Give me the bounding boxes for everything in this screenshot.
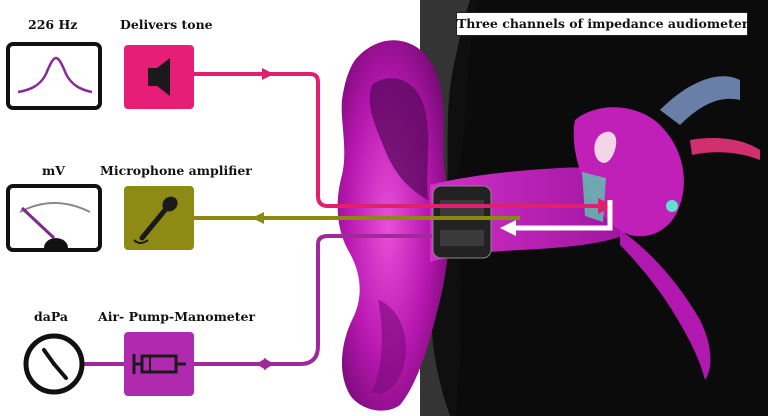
eustachian-tube [620, 230, 711, 380]
diagram-title: Three channels of impedance audiometer [456, 12, 748, 36]
cochlea-nerve [660, 76, 740, 125]
microphone-icon [124, 186, 194, 250]
tone-canal-arrow [598, 198, 614, 214]
ossicles [594, 131, 617, 163]
channel-1-meter-label: 226 Hz [28, 17, 78, 32]
ear-lobe-shadow [372, 300, 406, 394]
pump-arrow-right [264, 358, 274, 370]
channel-2-meter-label: mV [42, 163, 65, 178]
syringe-pump-icon [124, 332, 194, 396]
speaker-icon [124, 45, 194, 109]
reflected-sound-arrow [512, 200, 613, 231]
tone-cable-arrow [262, 68, 274, 80]
channel-3-device-label: Air- Pump-Manometer [98, 309, 256, 324]
channel-2-device-label: Microphone amplifier [100, 163, 252, 178]
pump-arrow-left [256, 358, 266, 370]
tone-cable [194, 72, 600, 208]
ear-inner-shadow [369, 78, 429, 200]
frequency-peak-display-icon [6, 42, 102, 110]
pressure-gauge-icon [23, 333, 85, 395]
channel-3-meter-label: daPa [34, 309, 69, 324]
round-window [666, 200, 678, 212]
nerve-fibers [690, 138, 760, 160]
channel-1-device-label: Delivers tone [120, 17, 213, 32]
probe-tip [432, 185, 492, 259]
pump-cable [84, 234, 432, 366]
analog-voltmeter-icon [6, 184, 102, 252]
eardrum [582, 172, 606, 222]
microphone-cable-arrow [252, 212, 264, 224]
